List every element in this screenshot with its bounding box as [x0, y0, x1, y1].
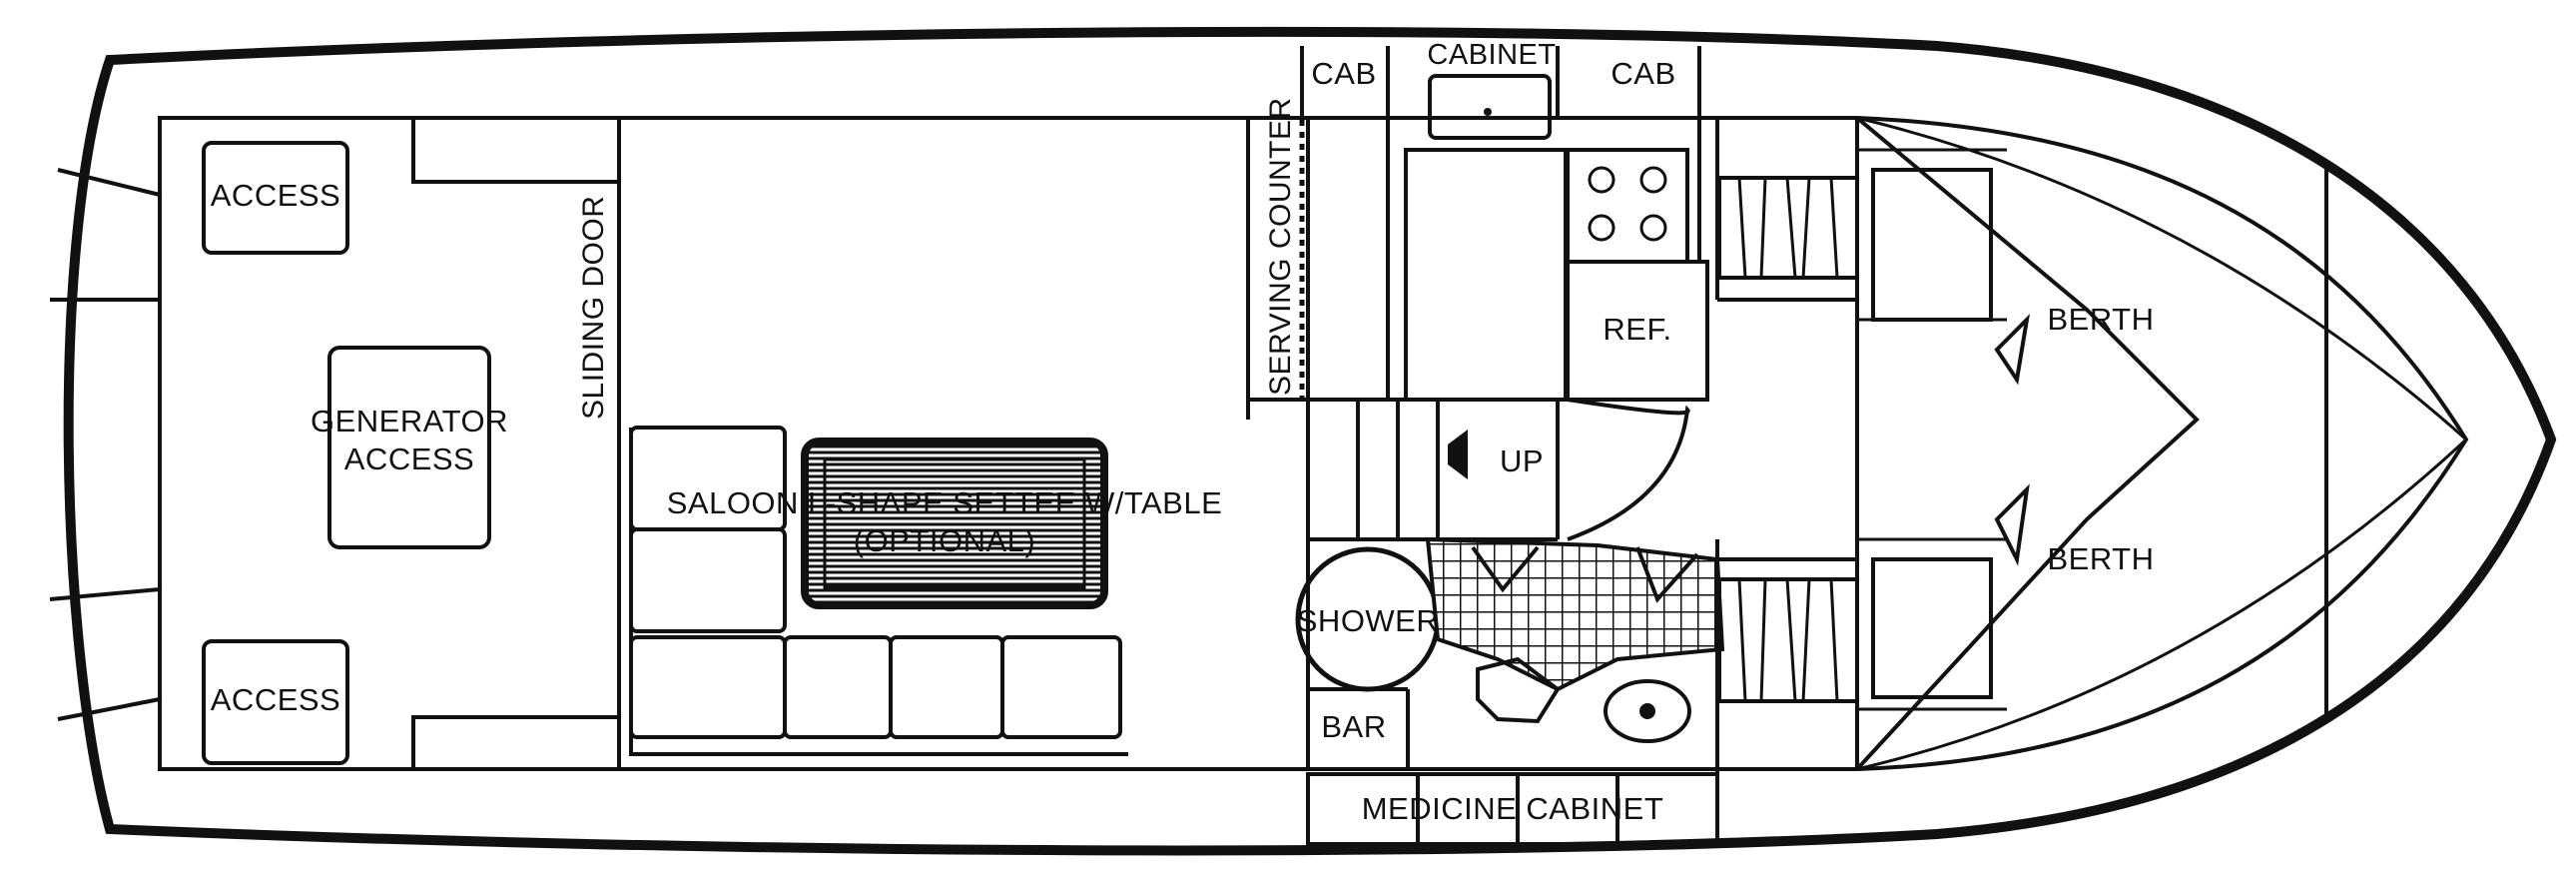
- cockpit-steps-bottom: [411, 715, 619, 769]
- refrigerator: [1566, 260, 1709, 402]
- l-shape-settee: [629, 426, 1128, 756]
- cab-right-label: CAB: [1610, 56, 1675, 91]
- cabinet-top-label: CABINET: [1427, 39, 1556, 71]
- generator-access-label-line1: GENERATOR: [311, 404, 508, 439]
- wash-basin: [1604, 679, 1691, 743]
- serving-counter-label: SERVING COUNTER: [1264, 97, 1297, 396]
- shower-label: SHOWER: [1297, 603, 1440, 638]
- ref-label: REF.: [1603, 312, 1671, 347]
- galley-counter: [1248, 46, 1701, 120]
- generator-access-label-line2: ACCESS: [344, 442, 474, 476]
- hanging-locker-top: [1717, 176, 1859, 280]
- galley-sink: [1428, 74, 1552, 140]
- head-tile-floor: [1425, 536, 1725, 692]
- hanging-locker-bottom: [1717, 577, 1859, 703]
- hull-inner: [158, 116, 2469, 771]
- berth-drawer-bottom: [1871, 557, 1993, 699]
- door-swing: [1567, 398, 1690, 541]
- cab-left-label: CAB: [1311, 56, 1376, 91]
- berth-drawer-top: [1871, 168, 1993, 322]
- saloon-label-line1: SALOON L-SHAPE SETTEE W/TABLE: [667, 485, 1223, 520]
- transom-lines: [49, 168, 161, 721]
- v-berth: [1855, 116, 2200, 771]
- berth-top-label: BERTH: [2047, 302, 2154, 337]
- medicine-cabinet-label: MEDICINE CABINET: [1362, 791, 1664, 826]
- bar-label: BAR: [1321, 709, 1386, 744]
- up-label: UP: [1500, 443, 1544, 478]
- saloon-label-line2: (OPTIONAL): [854, 523, 1035, 558]
- access-top-label: ACCESS: [211, 178, 340, 213]
- cockpit-steps-top: [411, 118, 619, 184]
- access-hatch-top: [202, 141, 349, 255]
- companionway-steps: [1306, 400, 1560, 541]
- saloon-table: [801, 438, 1108, 609]
- generator-access-hatch: [327, 346, 491, 549]
- medicine-cabinet: [1306, 772, 1719, 846]
- access-bottom-label: ACCESS: [211, 682, 340, 717]
- stove: [1566, 148, 1689, 264]
- berth-bottom-label: BERTH: [2047, 541, 2154, 576]
- galley-counter-top: [1404, 148, 1568, 402]
- sliding-door-label: SLIDING DOOR: [577, 196, 610, 420]
- toilet: [1476, 656, 1561, 724]
- access-hatch-bottom: [202, 639, 349, 765]
